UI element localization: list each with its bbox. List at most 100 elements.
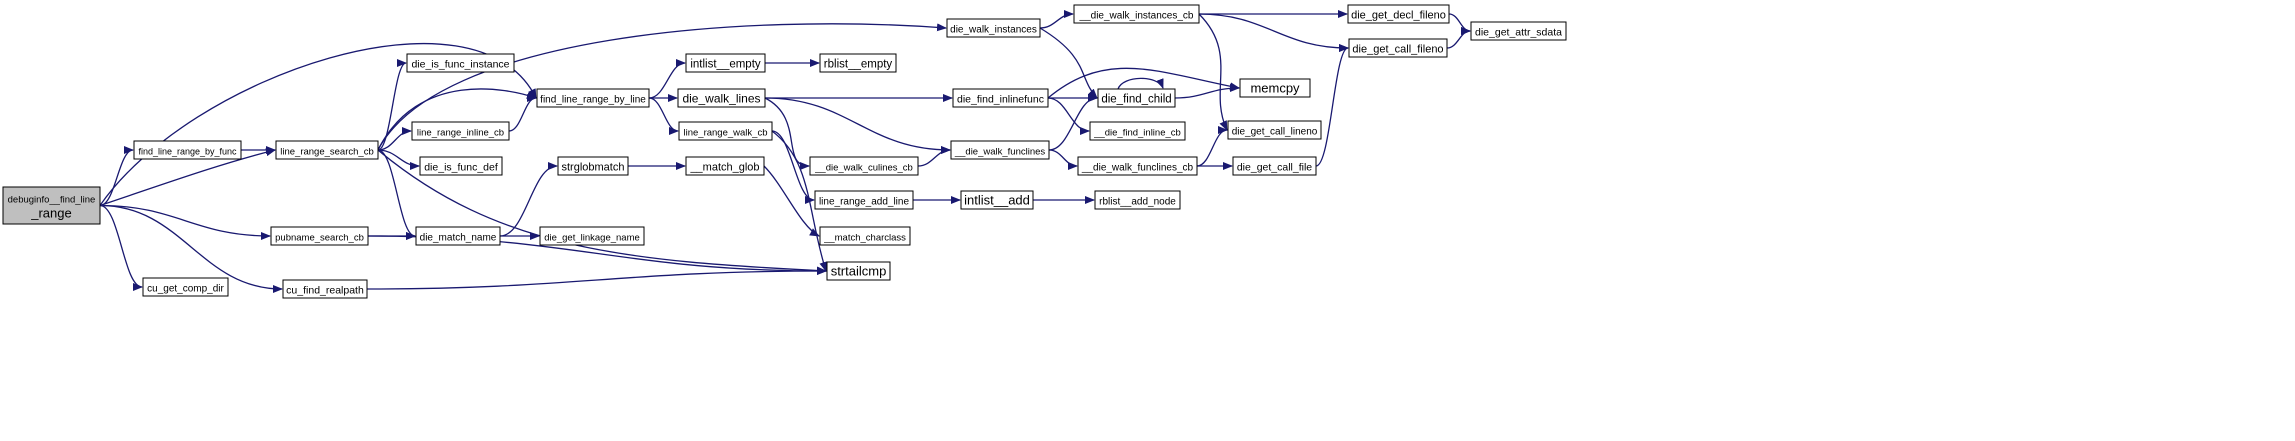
edge-line_range_search_cb-to-die_is_func_instance: [377, 59, 407, 151]
node-label: find_line_range_by_func: [138, 147, 237, 157]
node-cu-get-comp-dir[interactable]: cu_get_comp_dir: [142, 277, 229, 297]
edge-find_line_range_by_line-to-intlist__empty: [648, 59, 686, 99]
node-box: [1073, 4, 1200, 24]
edge-line_range_search_cb-to-die_walk_instances: [377, 23, 947, 151]
node-rblist--add-node[interactable]: rblist__add_node: [1094, 190, 1181, 210]
node-box: [557, 156, 629, 176]
node-box: [1097, 88, 1176, 108]
edge-__die_walk_funclines_cb-to-die_get_call_lineno: [1196, 126, 1228, 167]
node-box: [960, 190, 1034, 210]
node-die-get-call-file[interactable]: die_get_call_file: [1232, 156, 1317, 176]
node---die-walk-funclines[interactable]: __die_walk_funclines: [950, 140, 1050, 160]
node-label: die_get_call_fileno: [1352, 44, 1443, 56]
node-line-range-add-line[interactable]: line_range_add_line: [814, 190, 914, 210]
edge-line_range_inline_cb-to-find_line_range_by_line: [508, 94, 537, 132]
node-label: die_get_linkage_name: [544, 233, 640, 244]
node-box: [1470, 21, 1567, 41]
node-box: [415, 226, 501, 246]
node-die-get-call-lineno[interactable]: die_get_call_lineno: [1227, 120, 1322, 140]
edge-die_find_inlinefunc-to-__die_find_inline_cb: [1047, 97, 1090, 135]
node-intlist--empty[interactable]: intlist__empty: [685, 53, 766, 73]
node-strglobmatch[interactable]: strglobmatch: [557, 156, 629, 176]
node-strtailcmp[interactable]: strtailcmp: [826, 261, 891, 281]
node-box: [950, 140, 1050, 160]
node---die-walk-culines-cb[interactable]: __die_walk_culines_cb: [809, 156, 919, 176]
node-die-get-call-fileno[interactable]: die_get_call_fileno: [1348, 38, 1448, 58]
edge-die_walk_lines-to-__die_walk_funclines: [764, 97, 951, 154]
node-label: die_get_attr_sdata: [1475, 27, 1562, 39]
node---die-walk-funclines-cb[interactable]: __die_walk_funclines_cb: [1077, 156, 1198, 176]
node-memcpy[interactable]: memcpy: [1239, 78, 1311, 98]
node-die-walk-lines[interactable]: die_walk_lines: [677, 88, 766, 108]
node-line-range-search-cb[interactable]: line_range_search_cb: [275, 140, 379, 160]
node-die-find-child[interactable]: die_find_child: [1097, 88, 1176, 108]
edge-die_find_inlinefunc-to-memcpy: [1047, 67, 1240, 99]
node-label: rblist__empty: [824, 59, 893, 71]
node-die-get-linkage-name[interactable]: die_get_linkage_name: [539, 226, 645, 246]
edge-die_walk_instances-to-__die_walk_instances_cb: [1039, 10, 1074, 29]
node-line-range-inline-cb[interactable]: line_range_inline_cb: [411, 121, 510, 141]
node-label: intlist__empty: [690, 59, 761, 71]
edge-__die_walk_culines_cb-to-__die_walk_funclines: [917, 146, 951, 167]
edge-__die_walk_instances_cb-to-die_get_call_fileno: [1198, 13, 1349, 52]
node-box: [1077, 156, 1198, 176]
node-box: [819, 53, 897, 73]
node-cu-find-realpath[interactable]: cu_find_realpath: [282, 279, 368, 299]
node-box: [1089, 121, 1186, 141]
node-find-line-range-by-line[interactable]: find_line_range_by_line: [536, 88, 650, 108]
node-box: [946, 18, 1041, 38]
node-box: [536, 88, 650, 108]
node-box: [814, 190, 914, 210]
edge-die_walk_instances-to-die_find_child: [1039, 27, 1098, 99]
node-label: line_range_walk_cb: [684, 128, 768, 139]
node-label: die_walk_lines: [682, 92, 760, 106]
node-box: [406, 53, 515, 73]
node-box: [1348, 38, 1448, 58]
edge-die_get_decl_fileno-to-die_get_attr_sdata: [1448, 13, 1471, 35]
node-label: debuginfo__find_line: [8, 195, 96, 206]
node-label: __match_glob: [689, 162, 759, 174]
node-label: die_find_child: [1101, 94, 1171, 106]
node-rblist--empty[interactable]: rblist__empty: [819, 53, 897, 73]
node-label: __die_walk_funclines_cb: [1081, 163, 1194, 174]
node-line-range-walk-cb[interactable]: line_range_walk_cb: [678, 121, 773, 141]
node-label: rblist__add_node: [1099, 197, 1176, 208]
node-label: die_is_func_instance: [411, 59, 509, 71]
node-label: die_get_call_lineno: [1232, 127, 1318, 138]
edge-line_range_search_cb-to-find_line_range_by_line: [377, 88, 537, 151]
node-root[interactable]: debuginfo__find_line_range: [2, 186, 101, 225]
node-die-match-name[interactable]: die_match_name: [415, 226, 501, 246]
node-box: [275, 140, 379, 160]
edge-line_range_walk_cb-to-strtailcmp: [771, 130, 828, 272]
node-label: die_is_func_def: [424, 162, 498, 174]
node-box: [411, 121, 510, 141]
node-pubname-search-cb[interactable]: pubname_search_cb: [270, 226, 369, 246]
node-die-get-decl-fileno[interactable]: die_get_decl_fileno: [1347, 4, 1450, 24]
node-label: cu_find_realpath: [286, 285, 364, 297]
node-die-get-attr-sdata[interactable]: die_get_attr_sdata: [1470, 21, 1567, 41]
node-label: __die_find_inline_cb: [1093, 128, 1181, 139]
node-die-is-func-def[interactable]: die_is_func_def: [419, 156, 503, 176]
edge-root-to-pubname_search_cb: [99, 204, 271, 240]
edge-die_find_child-to-die_find_child: [1117, 77, 1164, 90]
edge-die_get_call_file-to-die_get_call_fileno: [1315, 44, 1349, 167]
node-box: [282, 279, 368, 299]
edge-__die_walk_funclines-to-__die_walk_funclines_cb: [1048, 149, 1078, 170]
node-box: [2, 186, 101, 225]
node-die-find-inlinefunc[interactable]: die_find_inlinefunc: [952, 88, 1049, 108]
node-box: [133, 140, 242, 160]
node-intlist--add[interactable]: intlist__add: [960, 190, 1034, 210]
node---die-find-inline-cb[interactable]: __die_find_inline_cb: [1089, 121, 1186, 141]
node-label: intlist__add: [964, 193, 1030, 208]
node-find-line-range-by-func[interactable]: find_line_range_by_func: [133, 140, 242, 160]
node-label: _range: [30, 206, 71, 221]
node-die-walk-instances[interactable]: die_walk_instances: [946, 18, 1041, 38]
node-die-is-func-instance[interactable]: die_is_func_instance: [406, 53, 515, 73]
node-label: line_range_inline_cb: [417, 128, 504, 139]
node---match-charclass[interactable]: __match_charclass: [819, 226, 911, 246]
node---die-walk-instances-cb[interactable]: __die_walk_instances_cb: [1073, 4, 1200, 24]
node---match-glob[interactable]: __match_glob: [685, 156, 765, 176]
node-label: die_find_inlinefunc: [957, 94, 1044, 106]
node-box: [1232, 156, 1317, 176]
